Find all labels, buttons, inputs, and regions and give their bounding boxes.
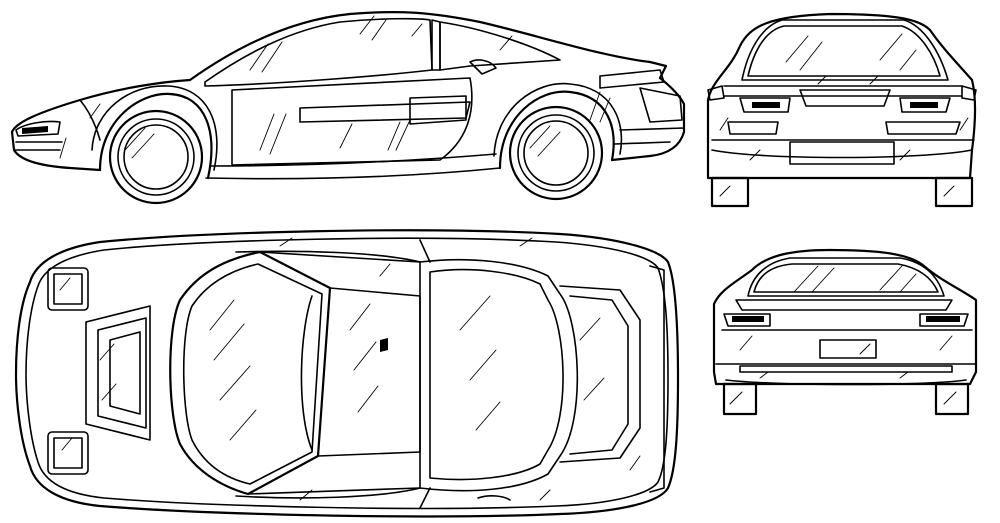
top-view bbox=[14, 229, 680, 518]
front-view bbox=[706, 12, 977, 208]
side-view bbox=[10, 10, 686, 205]
rear-view bbox=[712, 248, 978, 416]
